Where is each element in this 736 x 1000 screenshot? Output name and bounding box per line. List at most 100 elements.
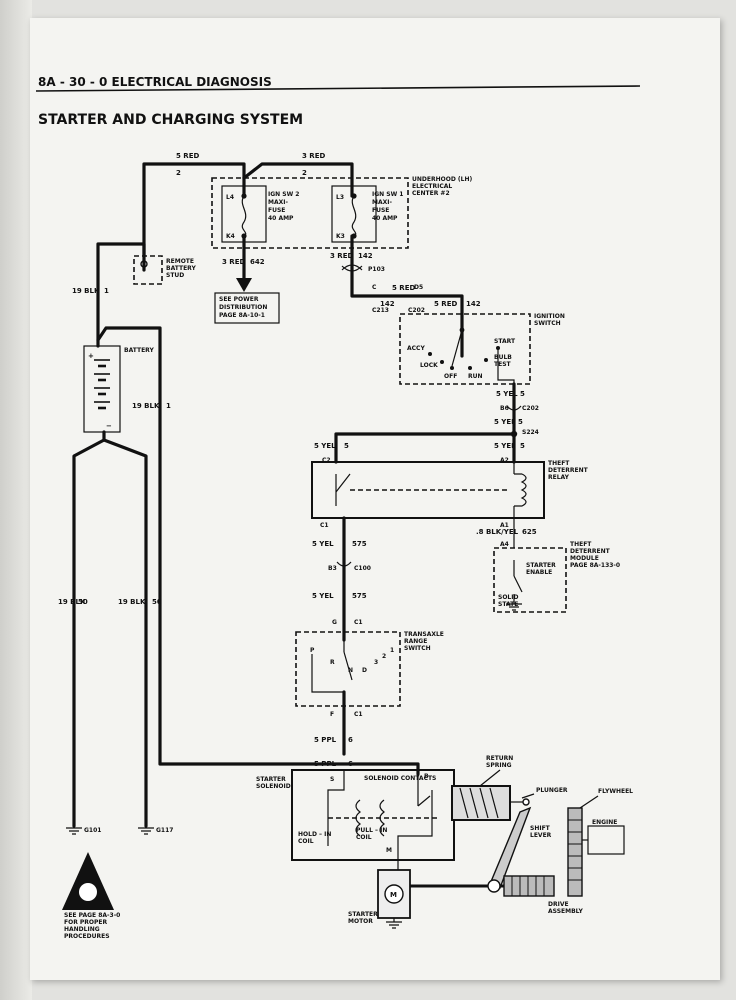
label-19blk-1: 19 BLK [72,287,100,295]
label-a2: A2 [500,457,509,464]
label-8blk: .8 BLK/YEL [476,528,519,536]
label-a1: A1 [500,522,509,529]
battery-symbol [83,345,121,433]
ground-g101-icon [66,827,82,835]
label-5d: 5 [520,442,525,450]
label-5a: 5 [520,390,525,398]
label-1b: 1 [166,402,171,410]
pos-lock: LOCK [420,362,438,369]
label-c1t: C1 [354,619,363,626]
header-rule [35,85,641,92]
pos-off: OFF [444,373,457,380]
label-c202: C202 [408,307,425,314]
connector-p103b [341,264,363,271]
label-f: F [330,711,334,718]
section-header: 8A - 30 - 0 ELECTRICAL DIAGNOSIS [38,75,272,89]
label-c100: C100 [354,565,371,572]
label-575a: 575 [352,540,367,548]
pos-n: N [348,667,353,674]
plunger-pin [522,798,530,806]
label-5yel-575b: 5 YEL [312,592,334,600]
label-625: 625 [522,528,537,536]
transaxle-contact [343,651,353,681]
pos-p: P [310,647,315,654]
pos-run: RUN [468,373,483,380]
label-g117: G117 [156,827,173,834]
wire-19blk-50-right [102,438,148,828]
underhood-center-box [211,177,409,249]
label-5ppl-a: 5 PPL [314,736,337,744]
pos-accy: ACCY [407,345,425,352]
fuse1-link [351,195,357,237]
label-5yel-c: 5 YEL [314,442,336,450]
label-b: B [424,773,429,780]
label-g101: G101 [84,827,101,834]
remote-stud-box [133,255,163,285]
starter-solenoid-box [291,769,455,861]
battery-label: BATTERY [124,347,154,354]
theft-relay-box [311,461,545,519]
ign-pivot-dot [459,327,465,333]
off-dot [450,366,454,370]
return-spring-pointer [479,769,501,787]
label-5yel-575a: 5 YEL [312,540,334,548]
flywheel [567,807,583,897]
label-2: 2 [176,169,181,177]
label-a4: A4 [500,541,509,548]
see-power-box [214,292,280,324]
engine-label: ENGINE [592,819,617,826]
lock-dot [440,360,444,364]
wire-5red-2 [142,162,246,258]
label-g: G [332,619,337,626]
caution-figure [79,883,97,901]
label-s: S [330,776,334,783]
label-19blk-1b: 19 BLK [132,402,160,410]
binding-edge [0,0,32,1000]
plunger-label: PLUNGER [536,787,568,794]
relay-coil [514,473,527,507]
pos-start: START [494,338,516,345]
pos-2: 2 [382,653,386,660]
theft-module-box [493,547,567,613]
label-5red-142: 5 RED [392,284,415,292]
pos-1: 1 [390,647,394,654]
label-642: 642 [250,258,265,266]
run-dot [468,366,472,370]
label-2b: 2 [302,169,307,177]
battery-minus: − [106,422,112,430]
flywheel-teeth [568,819,582,881]
drive-pivot [487,879,501,893]
ignition-switch-box [399,313,531,385]
pos-3: 3 [374,659,378,666]
label-3red-142: 3 RED [330,252,353,260]
label-575b: 575 [352,592,367,600]
label-5yel-a: 5 YEL [496,390,518,398]
ign-sw1-fuse [331,185,377,243]
wire-5yel-to-c2 [334,432,516,464]
label-5b: 5 [518,418,523,426]
label-50a: 50 [78,598,88,606]
label-5yel-d: 5 YEL [494,442,516,450]
label-c202b: C202 [522,405,539,412]
wire-3red-top [242,162,354,198]
relay-arm [335,473,351,493]
label-m: M [386,847,392,854]
starter-motor-icon [384,884,404,904]
label-c: C [372,284,377,291]
